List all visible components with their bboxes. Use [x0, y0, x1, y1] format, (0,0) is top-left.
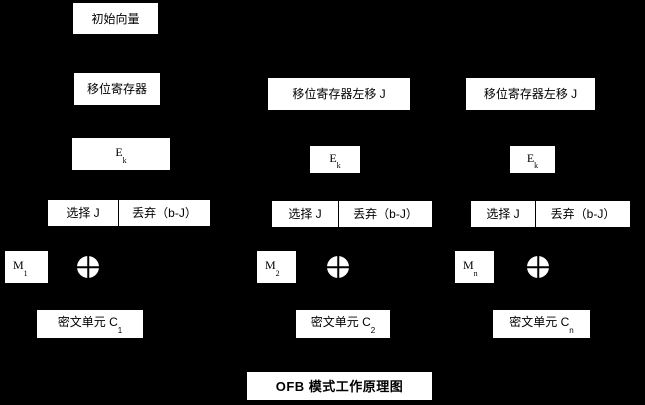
plaintext-box-stage-1: M1 [5, 251, 48, 283]
ciphertext-text-stage-2: 密文单元 C [310, 315, 371, 330]
ciphertext-label-stage-1: 密文单元 C1 [57, 315, 122, 334]
shift-register-box-stage-1: 移位寄存器 [74, 73, 160, 105]
discard-label-stage-n: 丢弃（b-J） [550, 207, 616, 221]
plaintext-subscript-stage-n: n [473, 268, 478, 278]
ciphertext-text-stage-n: 密文单元 C [509, 315, 570, 330]
discard-label-stage-1: 丢弃（b-J） [132, 206, 197, 220]
select-label-stage-1: 选择 J [66, 206, 100, 220]
cipher-function-box-stage-2: Ek [310, 146, 360, 173]
plaintext-box-stage-n: Mn [455, 251, 494, 283]
select-label-stage-n: 选择 J [486, 207, 520, 221]
cipher-function-letter-stage-1: E [115, 145, 123, 160]
discard-label-stage-2: 丢弃（b-J） [353, 207, 418, 221]
cipher-function-letter-stage-n: E [526, 150, 535, 165]
ciphertext-subscript-stage-1: 1 [117, 325, 123, 335]
plaintext-label-stage-2: M2 [265, 258, 280, 277]
diagram-title-label: OFB 模式工作原理图 [275, 378, 404, 394]
ciphertext-box-stage-n: 密文单元 Cn [493, 310, 590, 338]
ciphertext-subscript-stage-2: 2 [370, 325, 376, 335]
shift-register-box-stage-2: 移位寄存器左移 J [268, 78, 410, 110]
discard-box-stage-2: 丢弃（b-J） [339, 201, 432, 227]
ciphertext-label-stage-n: 密文单元 Cn [509, 315, 573, 334]
xor-icon-stage-2 [327, 256, 349, 278]
xor-icon-stage-1 [77, 256, 99, 278]
diagram-title-box: OFB 模式工作原理图 [247, 372, 432, 400]
plaintext-subscript-stage-2: 2 [275, 268, 280, 278]
plaintext-letter-stage-1: M [13, 258, 24, 273]
plaintext-label-stage-1: M1 [13, 258, 28, 277]
select-box-stage-2: 选择 J [272, 201, 338, 227]
shift-register-label-stage-n: 移位寄存器左移 J [483, 87, 578, 101]
shift-register-box-stage-n: 移位寄存器左移 J [466, 78, 595, 110]
cipher-function-label-stage-2: Ek [329, 150, 341, 171]
shift-register-label-stage-2: 移位寄存器左移 J [292, 87, 386, 101]
cipher-function-subscript-stage-2: k [336, 161, 341, 171]
ciphertext-box-stage-2: 密文单元 C2 [296, 310, 390, 338]
cipher-function-box-stage-n: Ek [510, 146, 555, 173]
discard-box-stage-n: 丢弃（b-J） [536, 201, 630, 227]
shift-register-label-stage-1: 移位寄存器 [86, 82, 147, 96]
xor-icon-stage-n [527, 256, 549, 278]
cipher-function-subscript-stage-1: k [122, 155, 127, 165]
ciphertext-box-stage-1: 密文单元 C1 [37, 310, 143, 338]
initial-vector-label: 初始向量 [91, 11, 140, 26]
cipher-function-letter-stage-2: E [329, 150, 337, 165]
select-box-stage-n: 选择 J [471, 201, 535, 227]
cipher-function-label-stage-1: Ek [115, 145, 126, 164]
select-box-stage-1: 选择 J [48, 200, 118, 226]
select-label-stage-2: 选择 J [288, 207, 322, 221]
plaintext-letter-stage-n: M [463, 258, 474, 273]
ciphertext-text-stage-1: 密文单元 C [57, 315, 118, 330]
plaintext-box-stage-2: M2 [257, 251, 296, 283]
plaintext-subscript-stage-1: 1 [23, 268, 28, 278]
cipher-function-subscript-stage-n: k [534, 161, 539, 171]
plaintext-letter-stage-2: M [265, 258, 276, 273]
initial-vector-box: 初始向量 [73, 3, 158, 34]
cipher-function-box-stage-1: Ek [72, 138, 170, 170]
plaintext-label-stage-n: Mn [463, 258, 478, 277]
discard-box-stage-1: 丢弃（b-J） [119, 200, 210, 226]
cipher-function-label-stage-n: Ek [526, 150, 539, 171]
ciphertext-label-stage-2: 密文单元 C2 [310, 315, 375, 334]
ciphertext-subscript-stage-n: n [569, 325, 574, 335]
